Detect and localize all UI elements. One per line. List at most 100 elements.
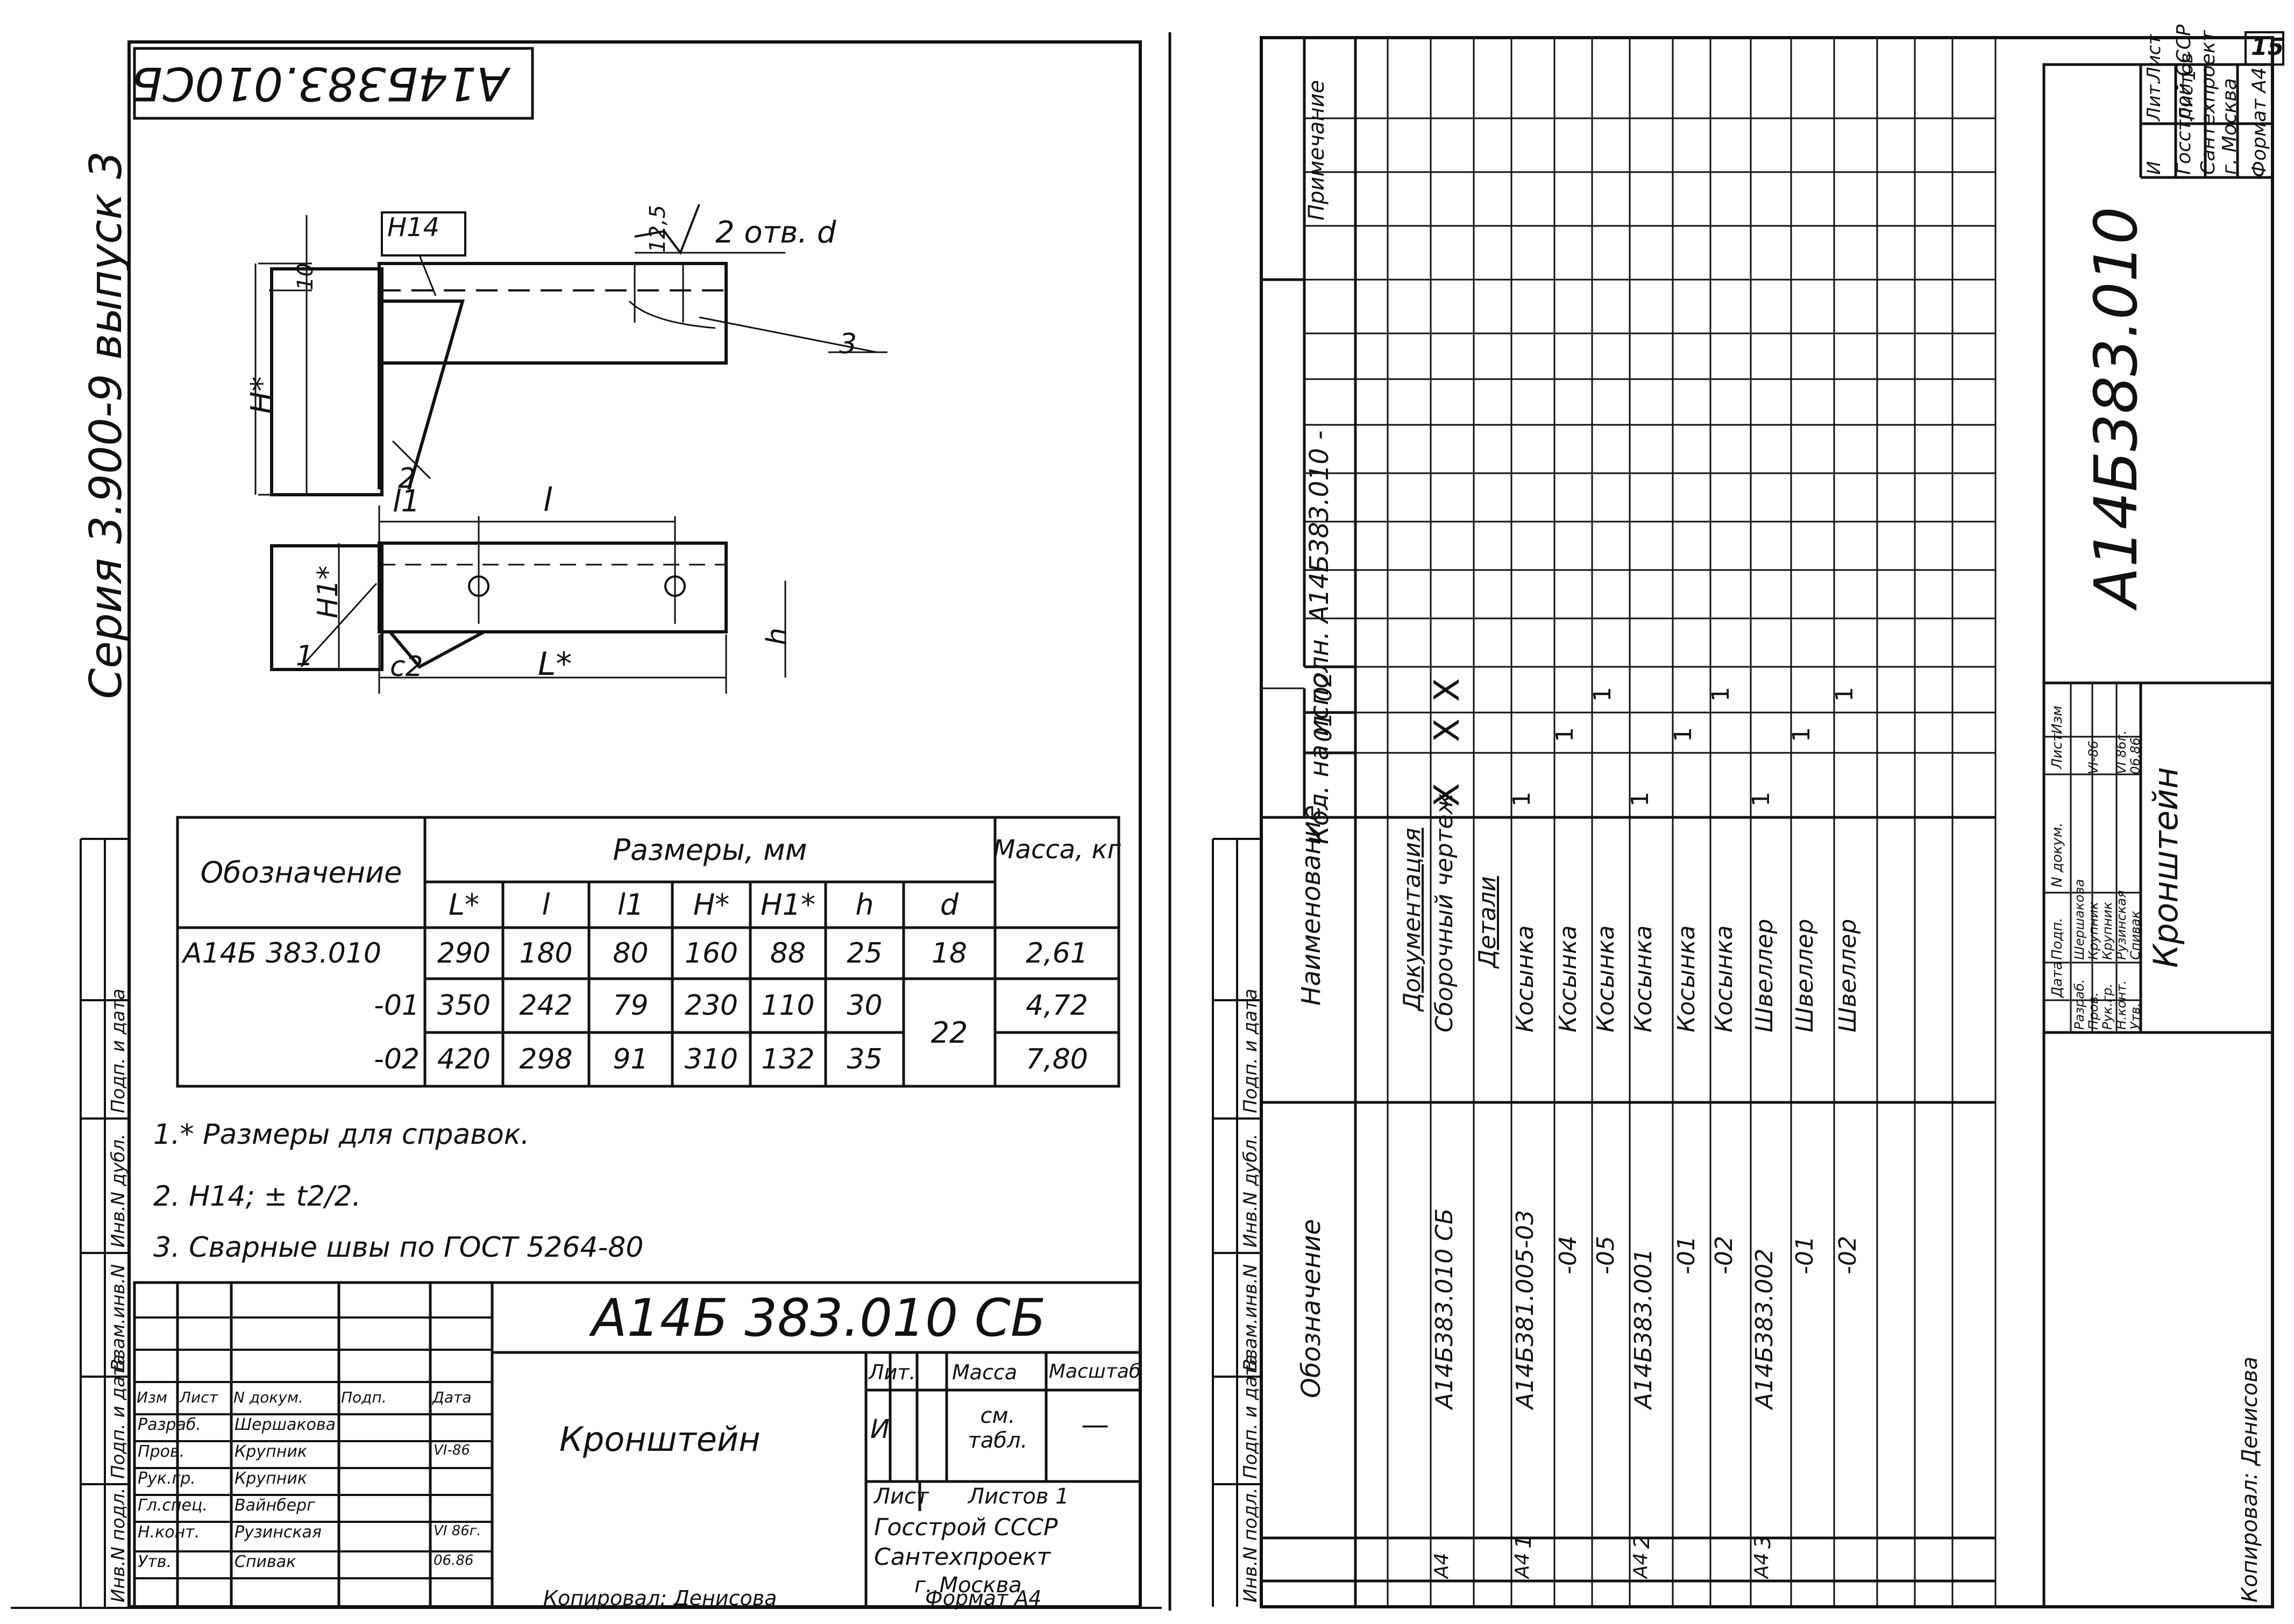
spec-naim: Швеллер (1751, 918, 1778, 1032)
table-cell-mass: 7,80 (1026, 1043, 1088, 1075)
table-header-sizes: Размеры, мм (613, 832, 807, 867)
spec-header-oboz: Обозначение (1296, 1219, 1326, 1398)
right-stamp-code: А14Б383.010 (2082, 206, 2150, 608)
right-stamp-format: Формат А4 (2248, 67, 2270, 177)
left-stamp-role: Разраб. (138, 1415, 201, 1434)
spec-naim: Детали (1474, 876, 1501, 968)
table-cell: 160 (684, 937, 738, 970)
kol-sub-header: - (1310, 798, 1337, 807)
spec-fmt: А4 (1431, 1552, 1453, 1578)
spec-poz: 1 (1511, 1535, 1536, 1549)
table-header-mass: Масса, кг (993, 835, 1121, 865)
left-stamp-header: N докум. (233, 1388, 303, 1406)
right-stamp-role: Н.конт. (2114, 980, 2129, 1030)
right-stamp-name: Рузинская (2114, 890, 2129, 960)
right-stamp-org-2: Сантехпроект (2197, 30, 2219, 175)
table-cell: 25 (847, 937, 883, 970)
table-row-oboz: -02 (374, 1043, 420, 1075)
spec-oboz: А14Б383.002 (1751, 1248, 1778, 1409)
table-cell: 310 (684, 1043, 738, 1075)
table-col-header: H1* (761, 888, 815, 922)
left-stamp-role: Пров. (138, 1442, 185, 1461)
table-cell: 88 (770, 937, 806, 970)
left-copied: Копировал: Денисова (543, 1586, 777, 1610)
table-header-oboz: Обозначение (200, 856, 402, 889)
right-stamp-role: Пров. (2086, 992, 2101, 1030)
side-label: Инв.N дубл. (1240, 1134, 1261, 1248)
left-stamp-role: Гл.спец. (138, 1496, 208, 1515)
left-stamp-scale-value: — (1081, 1409, 1109, 1441)
spec-oboz: А14Б381.005-03 (1511, 1209, 1539, 1409)
table-col-header: L* (448, 888, 480, 922)
left-stamp-lit-value: И (870, 1414, 890, 1444)
spec-naim: Швеллер (1834, 918, 1862, 1032)
spec-naim: Косынка (1592, 925, 1620, 1032)
spec-kol: 1 (1788, 727, 1815, 742)
d-merged-cell: 22 (931, 1015, 968, 1050)
spec-naim: Косынка (1710, 925, 1738, 1032)
table-cell: 30 (847, 989, 883, 1022)
spec-naim: Сборочный чертеж (1431, 793, 1458, 1032)
spec-poz: 2 (1630, 1535, 1654, 1549)
right-stamp-lit-value: И (2143, 161, 2165, 175)
table-cell: 91 (613, 1043, 649, 1075)
right-stamp-title: Кронштейн (2146, 767, 2185, 968)
left-stamp-header: Подп. (341, 1388, 387, 1406)
kol-sub-header: 01 (1310, 712, 1337, 742)
spec-oboz: -01 (1673, 1236, 1700, 1274)
left-stamp-name: Крупник (235, 1469, 307, 1488)
left-stamp-name: Крупник (235, 1442, 307, 1461)
left-format: Формат А4 (925, 1586, 1042, 1610)
dim-l: l (543, 481, 552, 519)
spec-kol: X (1427, 718, 1467, 742)
left-stamp-sheets: Листов 1 (968, 1484, 1069, 1509)
spec-naim: Косынка (1630, 925, 1657, 1032)
table-row-oboz: -01 (374, 989, 420, 1022)
spec-oboz: -02 (1834, 1236, 1862, 1274)
spec-kol: 1 (1670, 727, 1697, 742)
table-col-header: d (940, 888, 959, 922)
spec-naim: Косынка (1511, 925, 1539, 1032)
spec-naim: Швеллер (1791, 918, 1819, 1032)
left-stamp-name: Вайнберг (235, 1496, 315, 1515)
right-stamp-name: Крупник (2086, 902, 2101, 960)
table-col-header: l (542, 888, 550, 922)
dim-c2: с2 (390, 651, 423, 683)
dim-L: L* (538, 645, 572, 683)
note-3: 3. Сварные швы по ГОСТ 5264-80 (153, 1231, 644, 1264)
table-cell: 79 (613, 989, 649, 1022)
table-col-header: l1 (617, 888, 644, 922)
left-stamp-mass-label: Масса (952, 1361, 1018, 1384)
table-cell-mass: 2,61 (1026, 937, 1088, 970)
spec-oboz: -01 (1791, 1236, 1819, 1274)
right-stamp-date: VI-86 (2086, 740, 2101, 774)
note-2: 2. Н14; ± t2/2. (153, 1180, 361, 1213)
right-stamp-header: N докум. (2049, 822, 2065, 887)
spec-kol: 1 (1589, 687, 1616, 702)
table-cell: 230 (684, 989, 738, 1022)
right-stamp-header: Лист (2049, 733, 2065, 769)
spec-oboz: -02 (1710, 1236, 1738, 1274)
right-stamp-role: Утв. (2128, 1002, 2143, 1030)
table-cell-mass: 4,72 (1026, 989, 1088, 1022)
spec-kol: X (1427, 783, 1467, 807)
right-stamp-header: Дата (2049, 961, 2065, 998)
right-stamp-list: Лист (2143, 34, 2165, 81)
table-row-oboz: А14Б 383.010 (183, 937, 381, 970)
left-stamp-sheet: Лист (874, 1484, 929, 1509)
spec-kol: 1 (1508, 792, 1536, 807)
right-stamp-name: Спивак (2128, 910, 2143, 960)
right-stamp-date: 06.86 (2128, 737, 2143, 774)
right-stamp-copied: Копировал: Денисова (2238, 1356, 2262, 1602)
left-stamp-org-2: Сантехпроект (874, 1543, 1051, 1571)
spec-fmt: А4 (1751, 1552, 1773, 1578)
table-cell: 110 (761, 989, 815, 1022)
spec-naim: Косынка (1673, 925, 1700, 1032)
table-cell: 242 (519, 989, 573, 1022)
dim-l1: l1 (393, 484, 421, 519)
left-stamp-date: VI 86г. (434, 1523, 481, 1539)
spec-oboz: А14Б383.001 (1630, 1248, 1657, 1409)
left-stamp-date: VI-86 (434, 1442, 470, 1458)
